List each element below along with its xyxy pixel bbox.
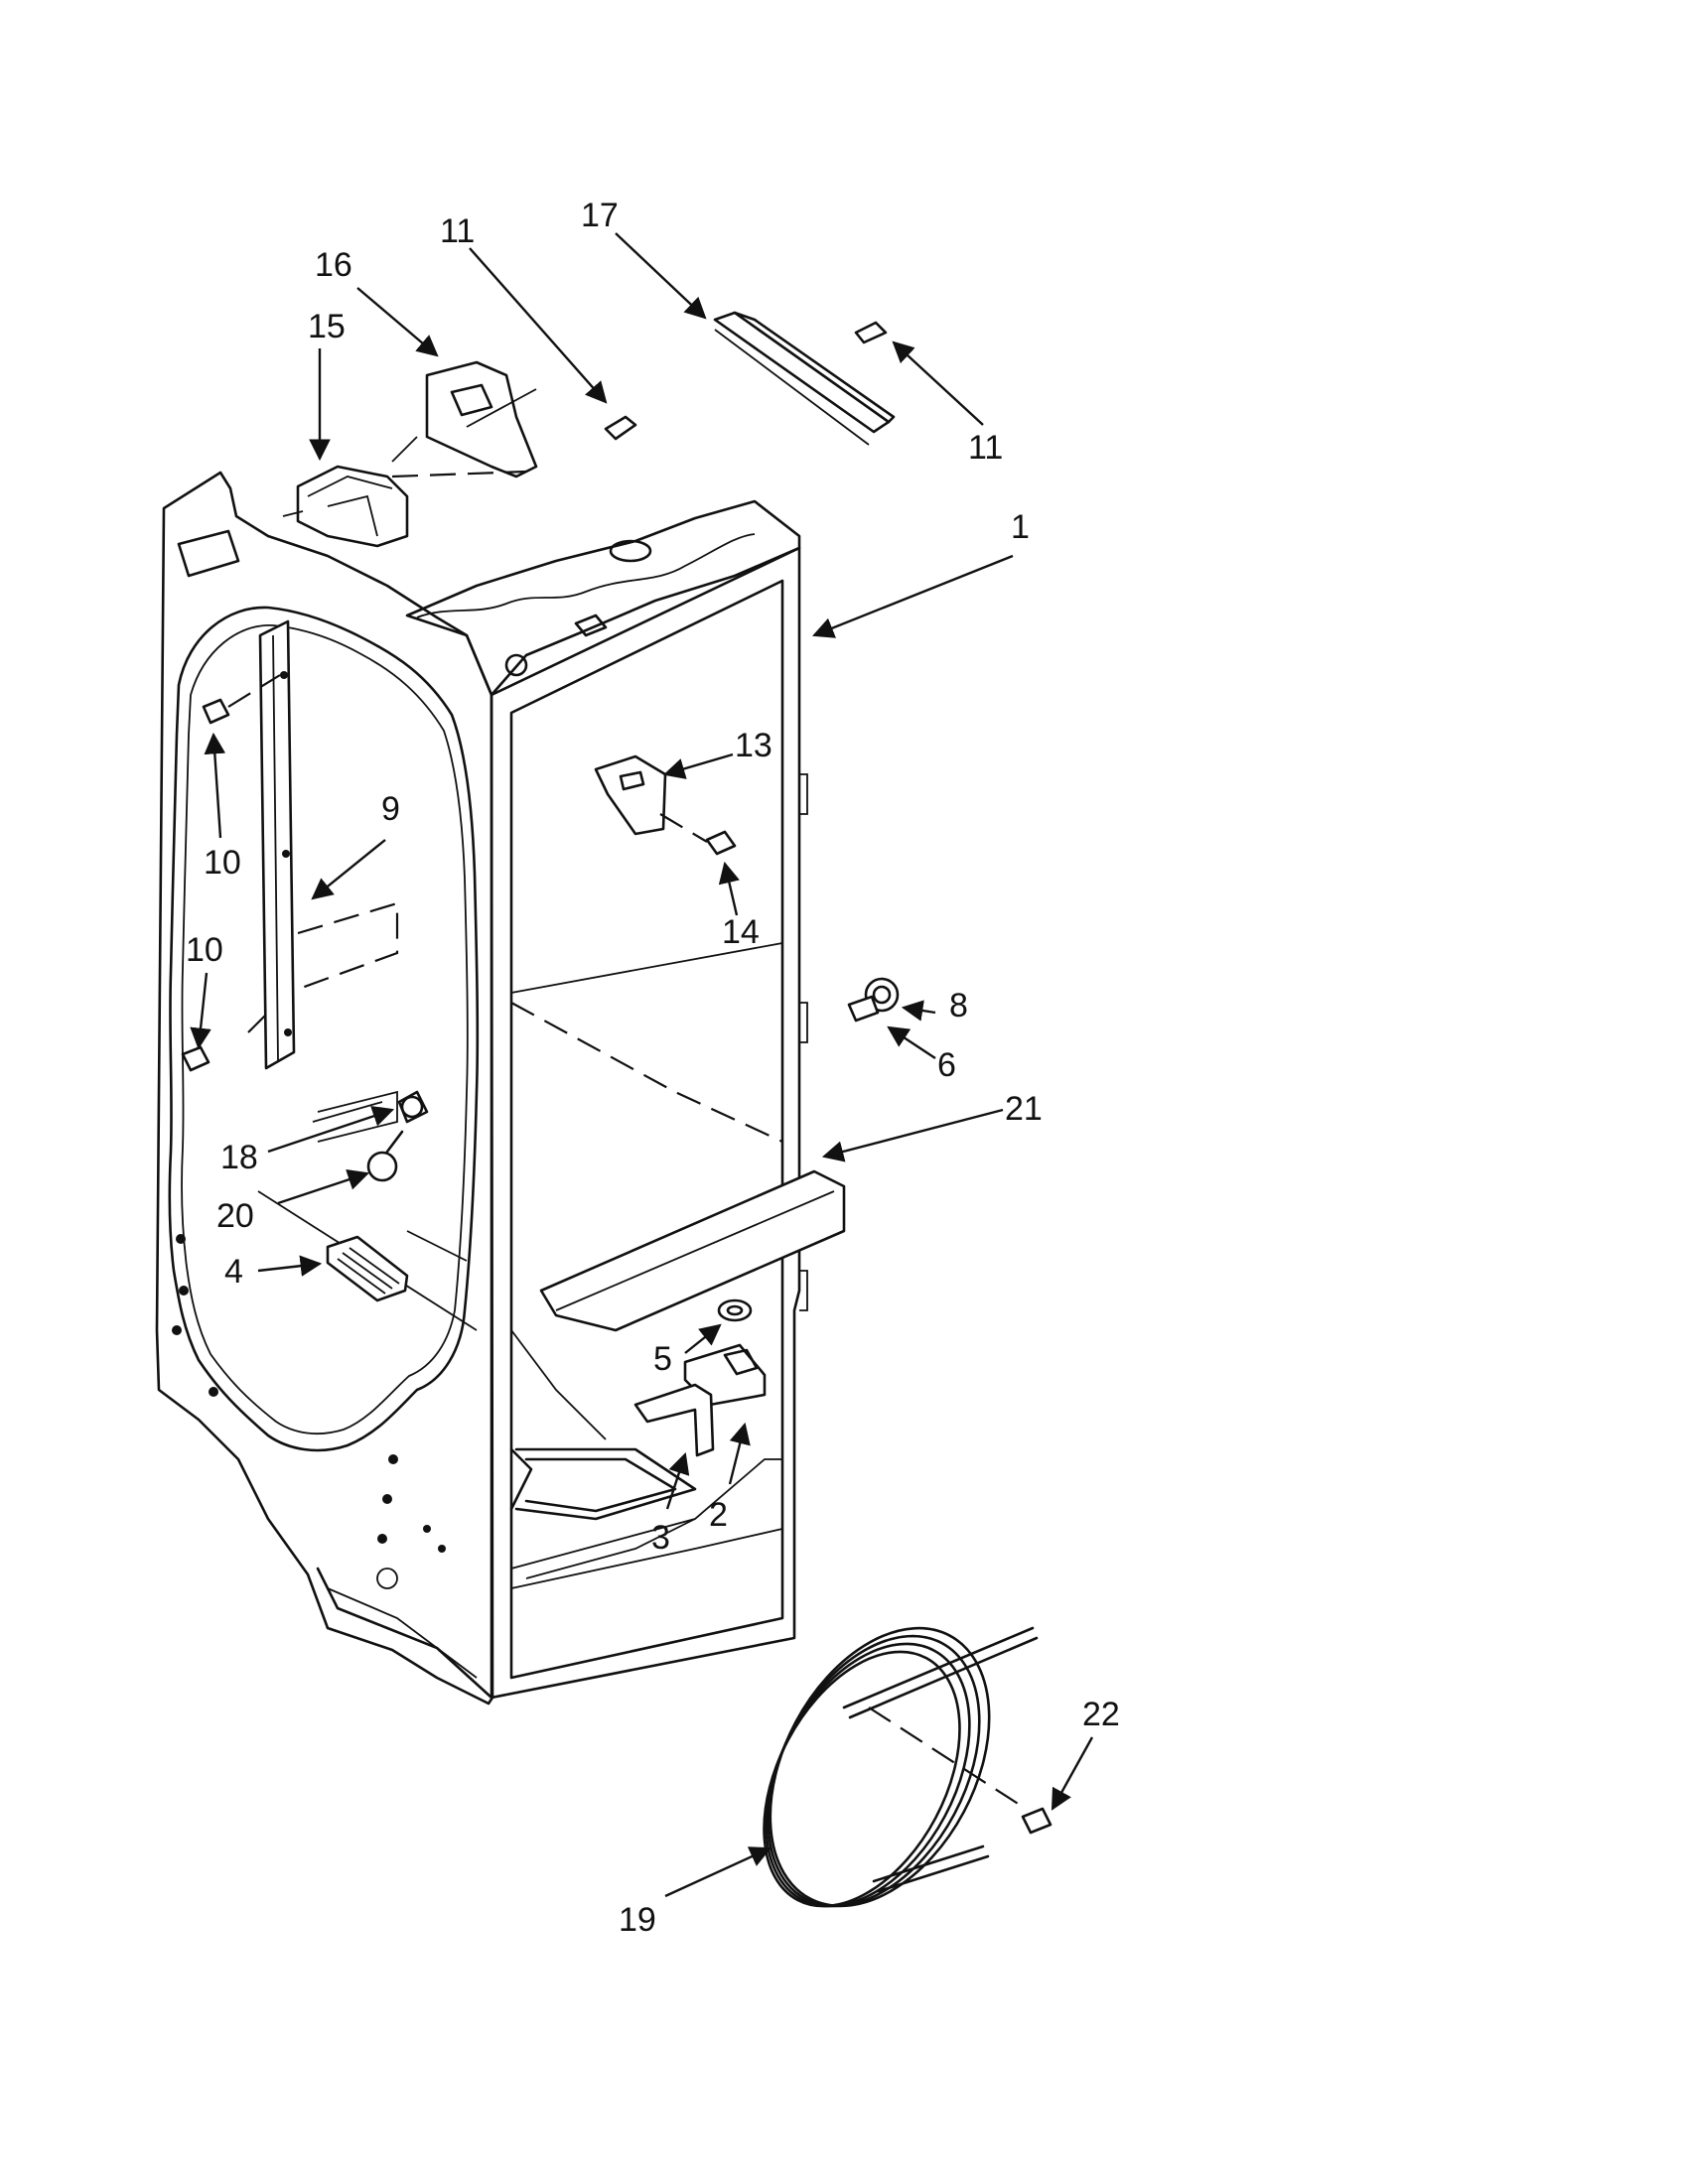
part-17-top-rail bbox=[713, 311, 896, 446]
callout-14: 14 bbox=[722, 913, 760, 951]
part-9-rail bbox=[258, 619, 296, 1070]
part-5-grommet bbox=[717, 1298, 753, 1322]
callout-10-lower: 10 bbox=[186, 931, 223, 969]
callout-4: 4 bbox=[224, 1253, 243, 1291]
callout-20: 20 bbox=[216, 1197, 254, 1235]
part-15-control-housing bbox=[282, 465, 409, 548]
callout-17: 17 bbox=[581, 197, 619, 234]
callout-6: 6 bbox=[937, 1046, 956, 1084]
callout-21: 21 bbox=[1005, 1090, 1043, 1128]
part-13-bracket bbox=[594, 754, 667, 836]
part-16-bracket bbox=[391, 360, 538, 478]
part-3-bracket bbox=[633, 1383, 715, 1457]
part-18-lamp-socket bbox=[397, 1090, 429, 1124]
callout-3: 3 bbox=[651, 1519, 670, 1557]
callout-18: 18 bbox=[220, 1139, 258, 1176]
part-11-screw-a bbox=[604, 415, 637, 441]
callout-16: 16 bbox=[315, 246, 352, 284]
part-21-shelf-cover bbox=[539, 1169, 846, 1332]
leader-lines bbox=[190, 232, 1094, 1898]
part-20-bulb bbox=[366, 1130, 404, 1182]
part-11-screw-b bbox=[854, 321, 888, 344]
part-4-vent-grille bbox=[326, 1235, 409, 1302]
part-14-screw bbox=[659, 813, 737, 856]
part-22-screw bbox=[1021, 1807, 1052, 1835]
callout-13: 13 bbox=[735, 727, 772, 764]
callout-labels: 1 2 3 4 5 6 8 9 10 10 11 11 13 14 15 16 … bbox=[186, 197, 1120, 1939]
callout-1: 1 bbox=[1011, 508, 1030, 546]
part-10-screw-b bbox=[181, 1045, 210, 1072]
part-6-screw bbox=[847, 995, 880, 1023]
cabinet-liner bbox=[155, 471, 808, 1706]
callout-8: 8 bbox=[949, 987, 968, 1024]
callout-11-right: 11 bbox=[968, 429, 1003, 467]
callout-2: 2 bbox=[709, 1496, 728, 1534]
callout-5: 5 bbox=[653, 1340, 672, 1378]
callout-15: 15 bbox=[308, 308, 346, 345]
part-19-tubing-coil bbox=[763, 1626, 1039, 1908]
callout-10-upper: 10 bbox=[204, 844, 241, 882]
callout-11-left: 11 bbox=[440, 212, 475, 250]
callout-19: 19 bbox=[619, 1901, 656, 1939]
part-10-screw-a bbox=[202, 674, 281, 725]
callout-9: 9 bbox=[381, 790, 400, 828]
callout-22: 22 bbox=[1082, 1696, 1120, 1733]
